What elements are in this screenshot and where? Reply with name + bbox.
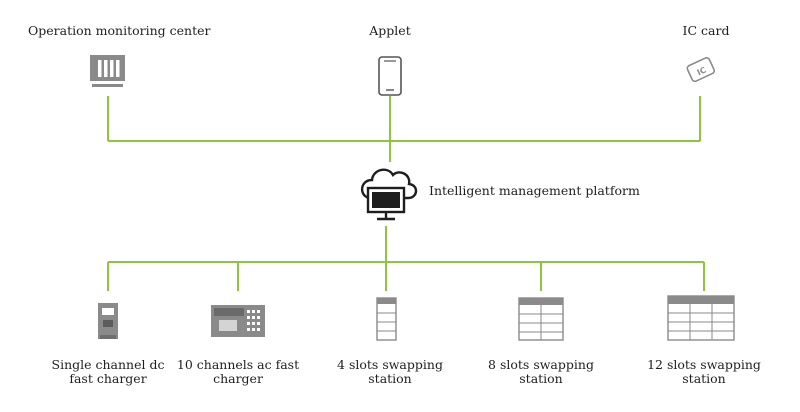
label-line: 12 slots swapping <box>647 357 761 372</box>
label-line: 10 channels ac fast <box>176 357 300 372</box>
label-8-slots-swapping-station: 8 slots swapping station <box>477 358 605 386</box>
label-line: station <box>368 371 412 386</box>
swap-station-8-icon <box>518 297 564 341</box>
swap-station-4-icon <box>376 297 397 341</box>
label-applet: Applet <box>369 23 411 38</box>
label-10-channels-ac-charger: 10 channels ac fast charger <box>174 358 302 386</box>
label-intelligent-management-platform: Intelligent management platform <box>429 183 640 198</box>
dc-charger-icon <box>98 303 118 339</box>
label-line: Single channel dc <box>51 357 165 372</box>
label-line: station <box>519 371 563 386</box>
label-line: 8 slots swapping <box>488 357 594 372</box>
label-line: charger <box>213 371 263 386</box>
cloud-computer-icon <box>360 168 418 221</box>
swap-station-12-icon <box>667 295 735 341</box>
label-line: 4 slots swapping <box>337 357 443 372</box>
label-12-slots-swapping-station: 12 slots swapping station <box>640 358 768 386</box>
label-line: fast charger <box>69 371 147 386</box>
label-single-channel-dc-charger: Single channel dc fast charger <box>44 358 172 386</box>
svg-text:IC: IC <box>696 65 708 77</box>
label-4-slots-swapping-station: 4 slots swapping station <box>326 358 454 386</box>
ic-card-icon: IC <box>686 56 716 83</box>
label-operation-monitoring-center: Operation monitoring center <box>28 23 211 38</box>
monitoring-screen-icon <box>90 55 125 87</box>
ac-charger-icon <box>211 305 265 337</box>
label-line: station <box>682 371 726 386</box>
connector-lines <box>107 96 705 291</box>
label-ic-card: IC card <box>682 23 730 38</box>
smartphone-icon <box>378 56 402 96</box>
